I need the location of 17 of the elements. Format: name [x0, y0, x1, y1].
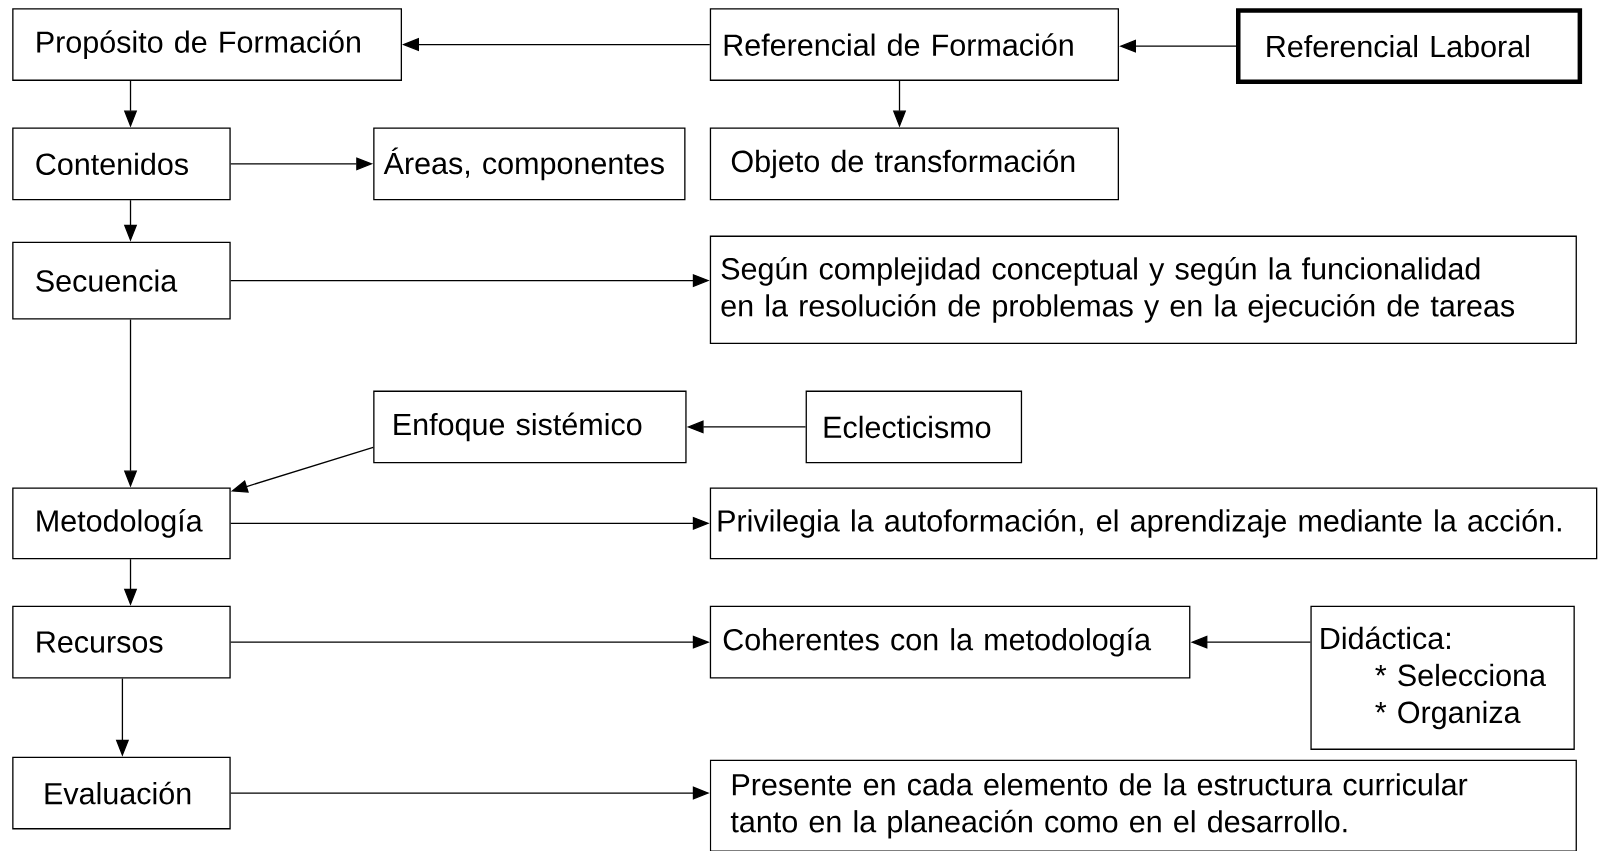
text-box: Metodología: [12, 487, 231, 560]
text-box: Didáctica: * Selecciona * Organiza: [1310, 605, 1575, 750]
text-box: Según complejidad conceptual y según la funcionalidad en la resolución de problemas y en la ejecución de tareas: [709, 235, 1577, 344]
text-box: Coherentes con la metodología: [709, 605, 1191, 679]
text-box: Referencial de Formación: [709, 8, 1119, 81]
text-box: Objeto de transformación: [709, 127, 1119, 201]
text-box: Propósito de Formación: [12, 8, 402, 81]
text-box: Secuencia: [12, 241, 231, 320]
text-box: Áreas, componentes: [373, 127, 686, 201]
text-box: Presente en cada elemento de la estructura curricular tanto en la planeación como en el desarrollo.: [709, 759, 1577, 851]
text-box: Eclecticismo: [805, 390, 1023, 464]
text-box: Evaluación: [12, 756, 231, 830]
text-box: Privilegia la autoformación, el aprendizaje mediante la acción.: [709, 487, 1598, 560]
text-box: Recursos: [12, 605, 231, 679]
text-box: Contenidos: [12, 127, 231, 201]
text-box: Referencial Laboral: [1236, 8, 1583, 85]
text-box: Enfoque sistémico: [373, 390, 687, 464]
